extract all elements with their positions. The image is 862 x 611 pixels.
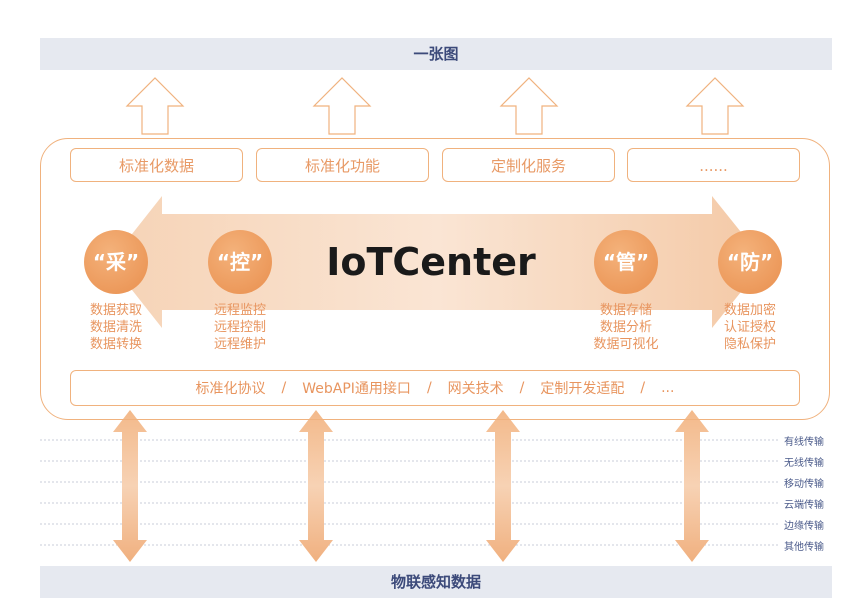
pillar-protect-list: 数据加密 认证授权 隐私保护: [695, 302, 805, 353]
list-item: 远程监控: [213, 303, 266, 318]
list-item: 数据可视化: [593, 337, 659, 352]
pillar-control-badge: “控”: [208, 230, 272, 294]
top-bar-one-map: 一张图: [40, 38, 832, 70]
separator: /: [281, 380, 287, 396]
list-item: 远程维护: [213, 337, 266, 352]
up-arrow-icon: [685, 77, 745, 135]
list-item: 数据存储: [599, 303, 652, 318]
double-arrow-band: [110, 196, 765, 328]
transmission-label: 边缘传输: [784, 521, 824, 532]
transmission-label: 有线传输: [784, 437, 824, 448]
protocol-band: 标准化协议 / WebAPI通用接口 / 网关技术 / 定制开发适配 / ...: [70, 370, 800, 406]
up-arrow-icon: [499, 77, 559, 135]
service-box-custom-service: 定制化服务: [442, 148, 615, 182]
service-box-more: ......: [627, 148, 800, 182]
pillar-control-list: 远程监控 远程控制 远程维护: [185, 302, 295, 353]
pillar-protect-badge: “防”: [718, 230, 782, 294]
separator: /: [519, 380, 525, 396]
vertical-double-arrow-icon: [113, 410, 147, 562]
list-item: 数据清洗: [89, 320, 142, 335]
up-arrow-icon: [312, 77, 372, 135]
list-item: 隐私保护: [723, 337, 776, 352]
protocol-item: 标准化协议: [195, 381, 266, 397]
vertical-double-arrow-icon: [299, 410, 333, 562]
service-box-standard-data: 标准化数据: [70, 148, 243, 182]
up-arrow-icon: [125, 77, 185, 135]
list-item: 远程控制: [213, 320, 266, 335]
protocol-item: WebAPI通用接口: [302, 381, 411, 397]
separator: /: [640, 380, 646, 396]
pillar-manage-badge: “管”: [594, 230, 658, 294]
pillar-collect-list: 数据获取 数据清洗 数据转换: [61, 302, 171, 353]
protocol-item: 网关技术: [447, 381, 504, 397]
center-title: IoTCenter: [326, 240, 536, 284]
transmission-label: 无线传输: [784, 458, 824, 469]
list-item: 数据分析: [599, 320, 652, 335]
bottom-bar-iot-data: 物联感知数据: [40, 566, 832, 598]
service-box-standard-function: 标准化功能: [256, 148, 429, 182]
pillar-collect-badge: “采”: [84, 230, 148, 294]
separator: /: [426, 380, 432, 396]
transmission-label: 移动传输: [784, 479, 824, 490]
iotcenter-frame: [40, 138, 830, 420]
transmission-label: 其他传输: [784, 542, 824, 553]
protocol-item: ...: [661, 380, 675, 396]
transmission-label: 云端传输: [784, 500, 824, 511]
list-item: 认证授权: [723, 320, 776, 335]
pillar-manage-list: 数据存储 数据分析 数据可视化: [571, 302, 681, 353]
vertical-double-arrow-icon: [675, 410, 709, 562]
vertical-double-arrow-icon: [486, 410, 520, 562]
protocol-item: 定制开发适配: [540, 381, 625, 397]
transmission-lines: [40, 439, 780, 546]
list-item: 数据获取: [89, 303, 142, 318]
list-item: 数据加密: [723, 303, 776, 318]
list-item: 数据转换: [89, 337, 142, 352]
